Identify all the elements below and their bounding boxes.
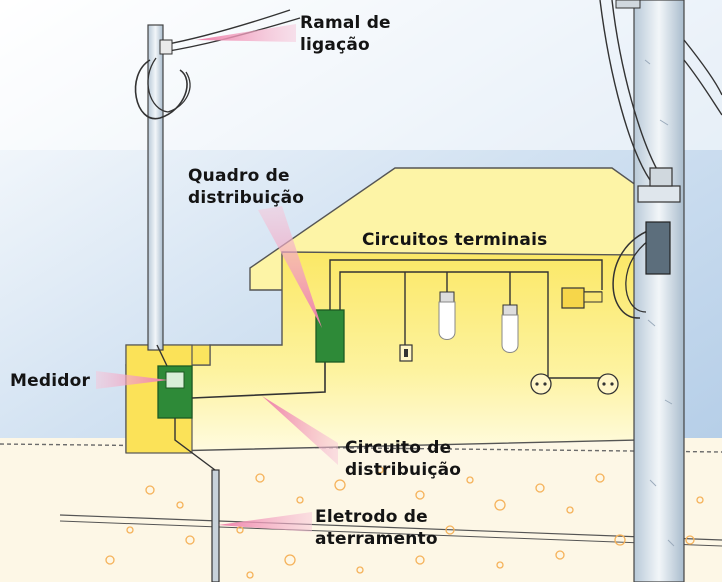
eletrodo-label: Eletrodo de aterramento xyxy=(315,507,438,549)
circuito-distribuicao-label: Circuito de distribuição xyxy=(345,438,462,480)
terminal-circuit-wires xyxy=(329,259,612,379)
service-pole xyxy=(147,24,164,351)
switch-toggle xyxy=(404,349,408,357)
upper-white-area xyxy=(0,0,722,150)
pointer-circuito-distribuicao xyxy=(262,396,338,465)
meter-feed-wire xyxy=(156,344,169,369)
pole-wires-3 xyxy=(683,39,722,96)
ground-line xyxy=(0,443,722,453)
pointer-eletrodo xyxy=(218,512,312,532)
transformer-box xyxy=(645,221,671,275)
pole-wires-4 xyxy=(683,59,722,116)
pole-wires-2 xyxy=(611,0,661,176)
lamp-2 xyxy=(501,304,519,353)
pole-bracket xyxy=(637,185,681,203)
pole-loop xyxy=(134,59,188,120)
service-drop-wires xyxy=(162,9,291,46)
trench-line-2 xyxy=(59,520,722,547)
meter-window xyxy=(165,371,185,389)
quadro-label: Quadro de distribuição xyxy=(188,166,305,208)
pole-loop-right xyxy=(612,229,651,319)
ground-wire xyxy=(174,418,216,471)
utility-pole xyxy=(633,0,685,582)
pointer-medidor xyxy=(96,371,168,389)
pole-top-fixture xyxy=(649,167,673,187)
medidor-label: Medidor xyxy=(10,371,91,391)
pole-top-cap xyxy=(615,0,641,9)
distribution-panel xyxy=(315,309,345,363)
ramal-label: Ramal de ligação xyxy=(300,13,391,55)
grounding-electrode xyxy=(211,469,220,582)
pole-texture xyxy=(644,59,675,547)
pointer-ramal xyxy=(196,24,296,42)
pole-loop-2 xyxy=(147,57,191,113)
ground xyxy=(0,438,722,582)
pole-loop-right-2 xyxy=(625,235,657,313)
trench-line xyxy=(59,514,722,541)
lamp-1 xyxy=(438,291,456,340)
pole-wires xyxy=(599,0,651,181)
outlet-2 xyxy=(597,373,619,395)
insulator xyxy=(159,39,173,55)
pointer-quadro xyxy=(258,206,322,328)
circuitos-terminais-label: Circuitos terminais xyxy=(362,230,548,250)
distribution-circuit-wire xyxy=(191,360,326,399)
outlet-1 xyxy=(530,373,552,395)
soil-bubbles xyxy=(105,466,704,579)
appliance-fixture xyxy=(561,287,603,309)
